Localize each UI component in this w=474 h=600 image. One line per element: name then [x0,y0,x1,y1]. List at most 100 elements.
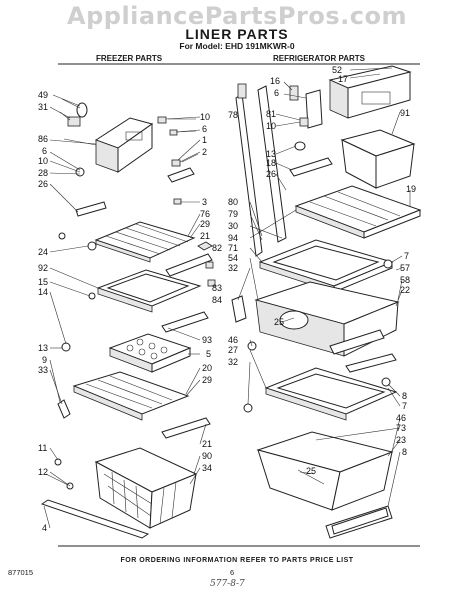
callout-6: 6 [202,124,207,134]
callout-7: 7 [402,401,407,411]
handwritten-note: 577-8-7 [210,579,245,589]
callout-leader-lines [43,67,411,529]
callout-76: 76 [200,209,210,219]
callout-11: 11 [38,443,47,453]
callout-12: 12 [38,467,48,477]
callout-29: 29 [200,219,210,229]
callout-21: 21 [200,231,210,241]
callout-17: 17 [338,74,348,84]
callout-58: 58 [400,275,410,285]
callout-7: 7 [404,251,409,261]
callout-18: 18 [266,158,276,168]
callout-10: 10 [38,156,48,166]
callout-10: 10 [266,121,276,131]
callout-8: 8 [402,391,407,401]
callout-57: 57 [400,263,410,273]
callout-23: 23 [396,435,406,445]
callout-91: 91 [400,108,410,118]
page-title: LINER PARTS [185,26,289,42]
callout-19: 19 [406,184,416,194]
clip-parts [157,116,199,205]
retainer-parts [58,167,107,240]
callout-93: 93 [202,335,212,345]
basket-slide-rail [40,458,150,539]
crisper-cover-frame [254,281,400,357]
callout-32: 32 [228,263,238,273]
callout-79: 79 [228,209,238,219]
callout-13: 13 [266,149,276,159]
callout-80: 80 [228,197,238,207]
callout-71: 71 [228,243,238,253]
refrigerator-wire-shelf [294,185,422,239]
callout-30: 30 [228,221,238,231]
callout-3: 3 [202,197,207,207]
callout-25: 25 [274,317,284,327]
callout-46: 46 [396,413,406,423]
callout-33: 33 [38,365,48,375]
callout-94: 94 [228,233,238,243]
callout-84: 84 [212,295,222,305]
callout-22: 22 [400,285,410,295]
callout-15: 15 [38,277,48,287]
cabinet-side-channel [235,83,287,257]
callout-25: 25 [306,466,316,476]
refrigerator-parts-heading: REFRIGERATOR PARTS [273,54,366,63]
freezer-parts-heading: FREEZER PARTS [96,54,163,63]
shelf-trim-part [161,311,209,333]
callout-6: 6 [274,88,279,98]
callout-29: 29 [202,375,212,385]
page-number: 6 [230,568,235,577]
callout-16: 16 [270,76,280,86]
shelf-trim-lower [345,353,397,373]
callout-83: 83 [212,283,222,293]
model-number: For Model: EHD 191MKWR-0 [179,41,295,51]
control-brackets [289,85,323,151]
callout-8: 8 [402,447,407,457]
callout-28: 28 [38,168,48,178]
freezer-wire-shelf-lower [72,371,211,439]
ordering-note: FOR ORDERING INFORMATION REFER TO PARTS … [120,557,354,564]
shelf-bracket-strip [165,241,216,287]
ice-cube-tray [108,333,192,373]
callout-73: 73 [396,423,406,433]
callout-81: 81 [266,109,276,119]
document-code: 877015 [8,568,34,577]
callout-34: 34 [202,463,212,473]
callout-2: 2 [202,147,207,157]
callout-46: 46 [228,335,238,345]
callout-20: 20 [202,363,212,373]
callout-26: 26 [266,169,276,179]
shelf-support-parts [57,342,71,419]
callout-78: 78 [228,110,238,120]
callout-92: 92 [38,263,48,273]
callout-13: 13 [38,343,48,353]
watermark: AppliancePartsPros.com [67,2,407,30]
air-duct-cover [328,65,412,119]
callout-numbers: 49 31 86 6 10 28 26 10 6 1 2 3 76 29 21 … [38,65,416,533]
callout-54: 54 [228,253,238,263]
callout-21: 21 [202,439,212,449]
callout-90: 90 [202,451,212,461]
callout-31: 31 [38,102,48,112]
callout-14: 14 [38,287,48,297]
callout-32: 32 [228,357,238,367]
freezer-wire-shelf-upper [87,221,196,263]
callout-52: 52 [332,65,342,75]
callout-4: 4 [42,523,47,533]
callout-86: 86 [38,134,48,144]
refrigerator-glass-shelf [258,239,394,293]
callout-10: 10 [200,112,210,122]
freezer-wire-basket [94,447,198,529]
callout-1: 1 [202,135,207,145]
dairy-compartment-bin [340,129,416,189]
control-housing-part [63,117,154,173]
meat-pan-drawer [256,431,394,539]
callout-82: 82 [212,243,222,253]
callout-5: 5 [206,349,211,359]
callout-26: 26 [38,179,48,189]
callout-9: 9 [42,355,47,365]
callout-49: 49 [38,90,48,100]
callout-27: 27 [228,345,238,355]
shelf-trim-upper [289,157,333,177]
